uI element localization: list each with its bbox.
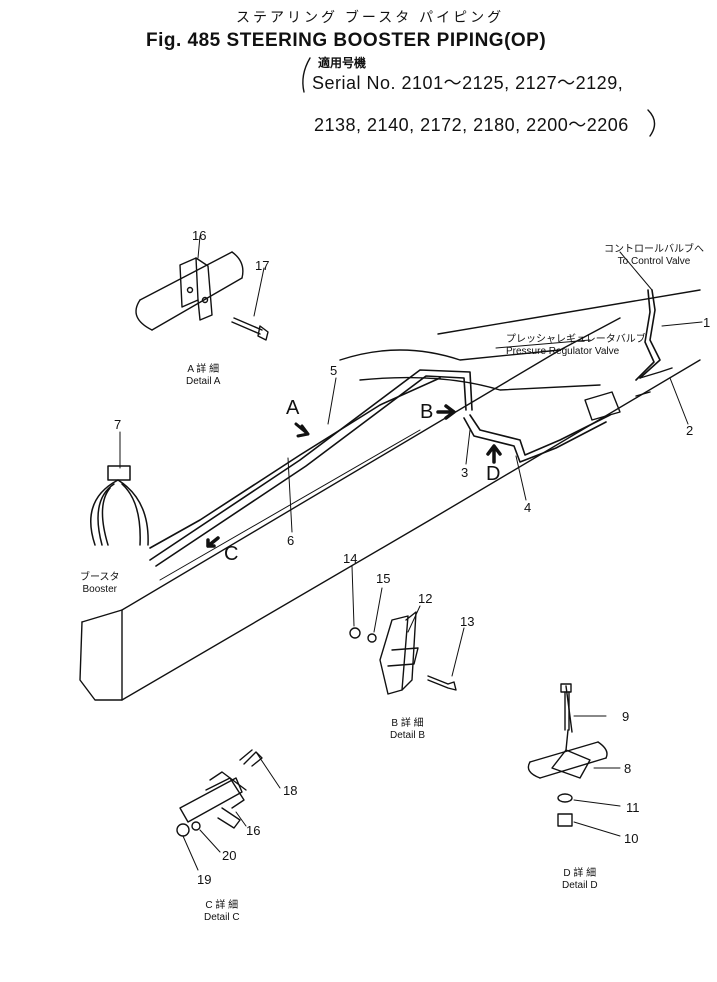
arrow-b [436, 404, 456, 420]
serial-line-1: Serial No. 2101～2125, 2127～2129, [312, 73, 624, 93]
washer-15 [367, 633, 377, 643]
valve-block [584, 391, 621, 421]
part-number-5: 5 [330, 363, 338, 378]
nut-14 [349, 627, 361, 639]
nut-19 [176, 823, 190, 837]
part-number-17: 17 [255, 258, 270, 273]
booster-block [107, 465, 131, 481]
part-number-20: 20 [222, 848, 237, 863]
bolt-18 [239, 749, 263, 767]
part-number-10: 10 [624, 831, 639, 846]
to-control-valve-jp: コントロールバルブへ [604, 244, 704, 255]
part-number-12: 12 [418, 591, 433, 606]
detail-b-view [349, 565, 465, 695]
part-number-7: 7 [114, 417, 122, 432]
serial-close-bracket [647, 109, 656, 137]
arrow-a [294, 422, 310, 438]
pipe-1 [635, 289, 661, 381]
nut-10 [557, 813, 573, 827]
pressure-regulator-jp: プレッシャレギュレータバルブ [506, 334, 646, 345]
serial-line-2: 2138, 2140, 2172, 2180, 2200～2206 [314, 115, 629, 135]
detail-b-jp: B 詳 細 [391, 718, 424, 729]
part-number-2: 2 [686, 423, 694, 438]
detail-c-en: Detail C [204, 911, 240, 923]
bolt-17 [231, 317, 269, 341]
figure-title: Fig. 485 STEERING BOOSTER PIPING(OP) [146, 30, 547, 51]
detail-a-view [135, 235, 269, 341]
to-control-valve-en: To Control Valve [617, 255, 691, 267]
pipe-2 [635, 367, 673, 397]
detail-d-label: D 詳 細 Detail D [562, 868, 598, 891]
booster-en: Booster [82, 583, 117, 595]
detail-a-clamp [179, 257, 199, 308]
part-number-18: 18 [283, 783, 298, 798]
to-control-valve-label: コントロールバルブへ To Control Valve [604, 244, 704, 267]
arrow-d [486, 444, 502, 464]
view-letter-b: B [420, 401, 434, 423]
washer-11 [557, 793, 573, 803]
booster-jp: ブースタ [80, 572, 120, 583]
title-jp: ステアリング ブースタ パイピング [236, 9, 505, 25]
pipe-3-4 [463, 414, 611, 463]
detail-c-view [176, 749, 281, 871]
booster-hoses [90, 465, 149, 546]
serial-open-bracket [302, 57, 311, 93]
detail-d-jp: D 詳 細 [563, 868, 597, 879]
chassis-frame [79, 289, 701, 701]
part-number-19: 19 [197, 872, 212, 887]
detail-b-en: Detail B [390, 729, 426, 741]
detail-a-jp: A 詳 細 [187, 364, 220, 375]
part-number-11: 11 [626, 800, 640, 815]
part-number-13: 13 [460, 614, 475, 629]
detail-c-label: C 詳 細 Detail C [204, 900, 240, 923]
arrow-c [206, 536, 220, 548]
part-number-6: 6 [287, 533, 295, 548]
detail-a-en: Detail A [186, 375, 221, 387]
detail-c-jp: C 詳 細 [205, 900, 239, 911]
part-number-9: 9 [622, 709, 630, 724]
pipe-6 [149, 377, 441, 549]
part-number-16-detail-a: 16 [192, 228, 207, 243]
pipe-5 [149, 369, 473, 567]
part-number-1: 1 [703, 315, 711, 330]
pressure-regulator-label: プレッシャレギュレータバルブ Pressure Regulator Valve [506, 334, 646, 357]
detail-b-label: B 詳 細 Detail B [390, 718, 425, 741]
part-number-14: 14 [343, 551, 358, 566]
part-number-4: 4 [524, 500, 532, 515]
booster-label: ブースタ Booster [80, 572, 120, 595]
detail-a-label: A 詳 細 Detail A [186, 364, 220, 387]
view-letter-c: C [224, 543, 239, 565]
part-number-8: 8 [624, 761, 632, 776]
detail-d-en: Detail D [562, 879, 598, 891]
washer-20 [191, 821, 201, 831]
detail-d-view [527, 683, 621, 837]
part-number-16-detail-c: 16 [246, 823, 261, 838]
part-number-15: 15 [376, 571, 391, 586]
view-letter-a: A [286, 397, 300, 419]
bolt-13 [427, 675, 457, 691]
view-letter-d: D [486, 463, 501, 485]
serial-heading-jp: 適用号機 [318, 56, 367, 70]
pressure-regulator-en: Pressure Regulator Valve [506, 345, 620, 357]
part-number-3: 3 [461, 465, 469, 480]
bolt-9 [560, 683, 572, 693]
